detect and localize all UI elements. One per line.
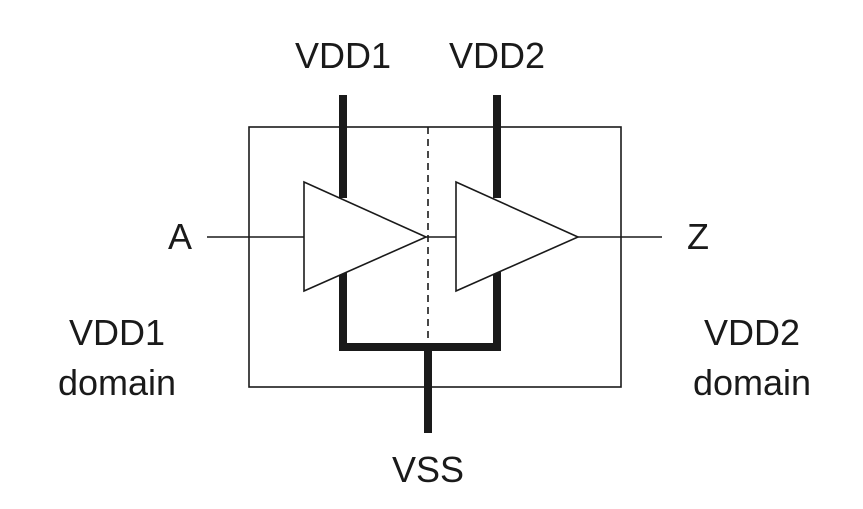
vdd1-supply-label: VDD1 bbox=[295, 35, 391, 76]
vdd2-supply-label: VDD2 bbox=[449, 35, 545, 76]
vss-label: VSS bbox=[392, 449, 464, 490]
output-pin-label: Z bbox=[687, 216, 709, 257]
left-domain-label-line1: VDD1 bbox=[69, 312, 165, 353]
vdd2-buffer bbox=[455, 180, 580, 293]
vss-net bbox=[339, 272, 501, 351]
cell-boundary bbox=[248, 126, 622, 388]
left-domain-label-line2: domain bbox=[58, 362, 176, 403]
right-domain-label-line2: domain bbox=[693, 362, 811, 403]
input-pin-label: A bbox=[168, 216, 192, 257]
right-domain-label-line1: VDD2 bbox=[704, 312, 800, 353]
vdd1-buffer bbox=[303, 180, 428, 293]
